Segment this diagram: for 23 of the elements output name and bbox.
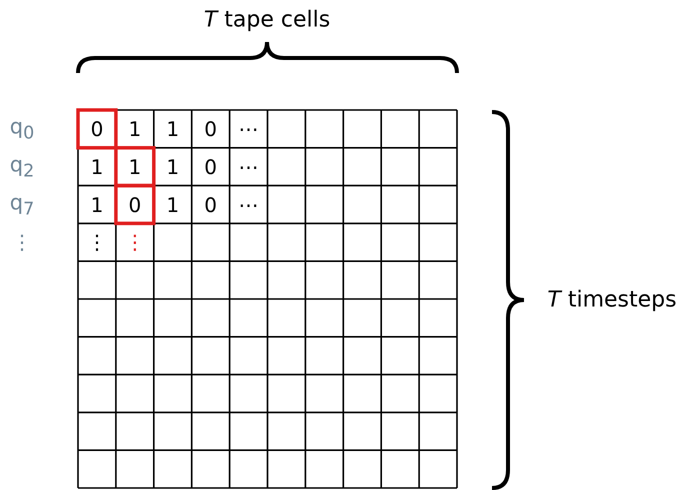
- cell-value: 0: [128, 192, 142, 216]
- cell-value: 0: [204, 192, 217, 216]
- ellipsis: ⋮: [12, 230, 32, 254]
- ellipsis: ⋯: [238, 192, 259, 216]
- cell-value: 0: [204, 116, 217, 141]
- cell-value: 1: [166, 154, 180, 179]
- cell-value: 1: [166, 116, 180, 141]
- axis-caption: T tape cells: [204, 8, 330, 32]
- axis-caption: T timesteps: [547, 288, 677, 312]
- cell-value: 1: [166, 192, 180, 216]
- state-label: q$_{7}$: [10, 190, 34, 220]
- state-label: q$_{0}$: [10, 114, 34, 144]
- ellipsis: ⋮: [86, 230, 107, 254]
- cell-value: 1: [90, 192, 104, 216]
- cell-value: 0: [204, 154, 217, 179]
- cell-value: 1: [128, 116, 142, 141]
- cell-value: 1: [128, 154, 142, 179]
- cell-value: 0: [90, 116, 104, 141]
- ellipsis: ⋯: [238, 154, 259, 179]
- cell-value: 1: [90, 154, 104, 179]
- state-label: q$_{2}$: [10, 152, 34, 182]
- ellipsis: ⋮: [124, 230, 145, 254]
- ellipsis: ⋯: [238, 116, 259, 141]
